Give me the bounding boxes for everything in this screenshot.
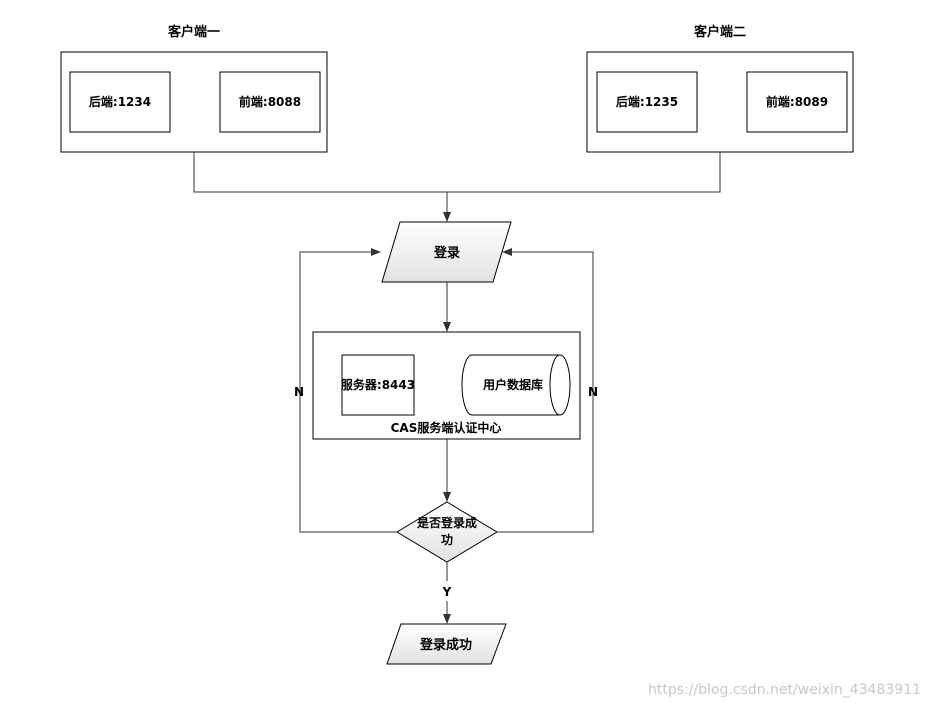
- no-label-right: N: [588, 385, 598, 399]
- decision-diamond: [396, 501, 498, 563]
- yes-label: Y: [442, 585, 452, 599]
- client2-title: 客户端二: [694, 24, 746, 40]
- decision-label-line1: 是否登录成: [416, 515, 477, 530]
- database-cylinder-edge: [549, 354, 561, 416]
- client2-backend-box: [596, 71, 698, 133]
- login-shape: [381, 221, 512, 283]
- login-label: 登录: [433, 245, 460, 261]
- client2-frontend-box: [746, 71, 848, 133]
- no-label-left: N: [294, 385, 304, 399]
- decision-label-line2: 功: [441, 532, 453, 547]
- client2-backend-label: 后端:1235: [616, 94, 678, 109]
- client1-backend-box: [69, 71, 171, 133]
- client1-frontend-box: [219, 71, 321, 133]
- client1-frontend-label: 前端:8088: [239, 94, 301, 109]
- client1-backend-label: 后端:1234: [89, 94, 151, 109]
- no-loop-right: [497, 248, 594, 533]
- watermark-text: https://blog.csdn.net/weixin_43483911: [648, 682, 921, 698]
- success-shape: [386, 623, 507, 665]
- server-label: 服务器:8443: [341, 377, 415, 392]
- database-label: 用户数据库: [482, 377, 543, 392]
- success-label: 登录成功: [419, 637, 472, 653]
- client2-frontend-label: 前端:8089: [766, 94, 828, 109]
- server-box: [341, 354, 415, 416]
- cas-title: CAS服务端认证中心: [391, 420, 502, 435]
- no-loop-left: [299, 248, 397, 533]
- client1-title: 客户端一: [168, 24, 220, 40]
- clients-connector: [193, 152, 721, 193]
